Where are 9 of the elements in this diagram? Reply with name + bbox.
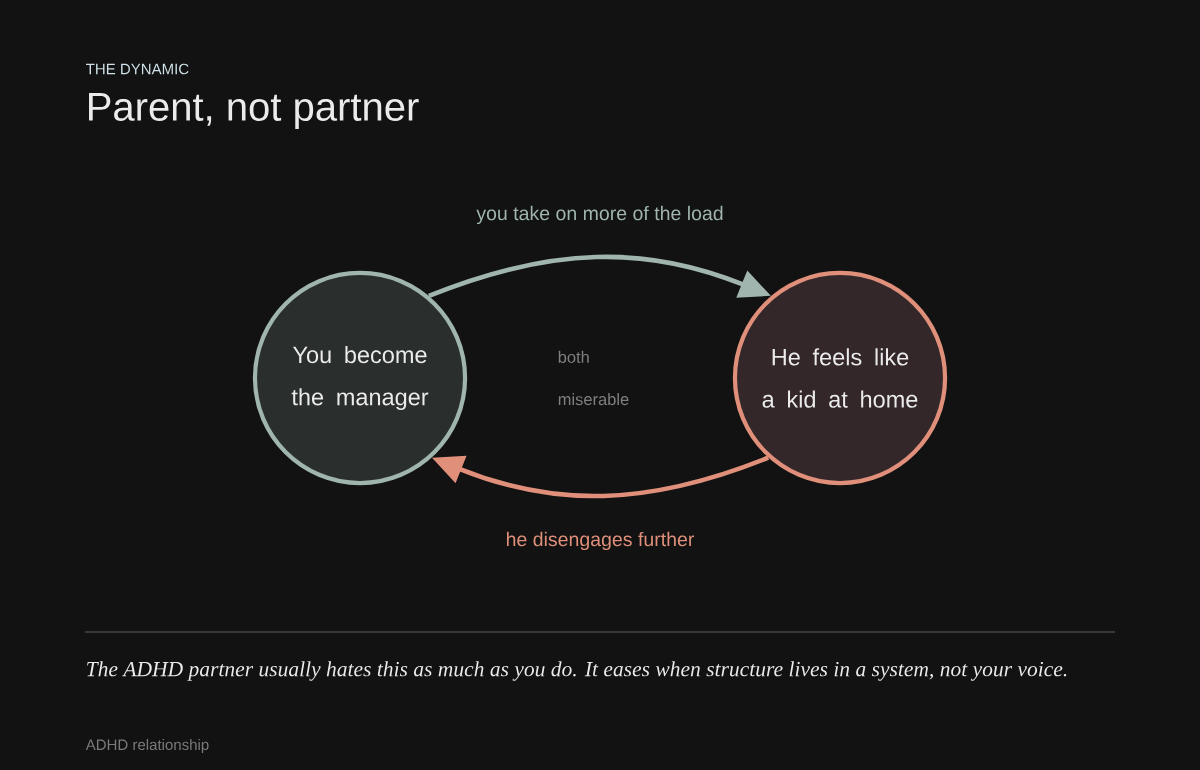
eyebrow-label: THE DYNAMIC — [86, 63, 189, 75]
caption: The ADHD partner usually hates this as much as you do. It eases when structure lives in a system, not your voice. — [87, 661, 1067, 681]
circle-node: You become the manager — [252, 270, 468, 486]
title: Parent, not partner — [89, 93, 419, 129]
center-label: both miserable — [558, 350, 629, 406]
circle-node: He feels like a kid at home — [732, 270, 948, 486]
edge-label: he disengages further — [502, 528, 698, 554]
edge-label: you take on more of the load — [472, 202, 728, 228]
footer-text: ADHD relationship — [85, 739, 209, 753]
